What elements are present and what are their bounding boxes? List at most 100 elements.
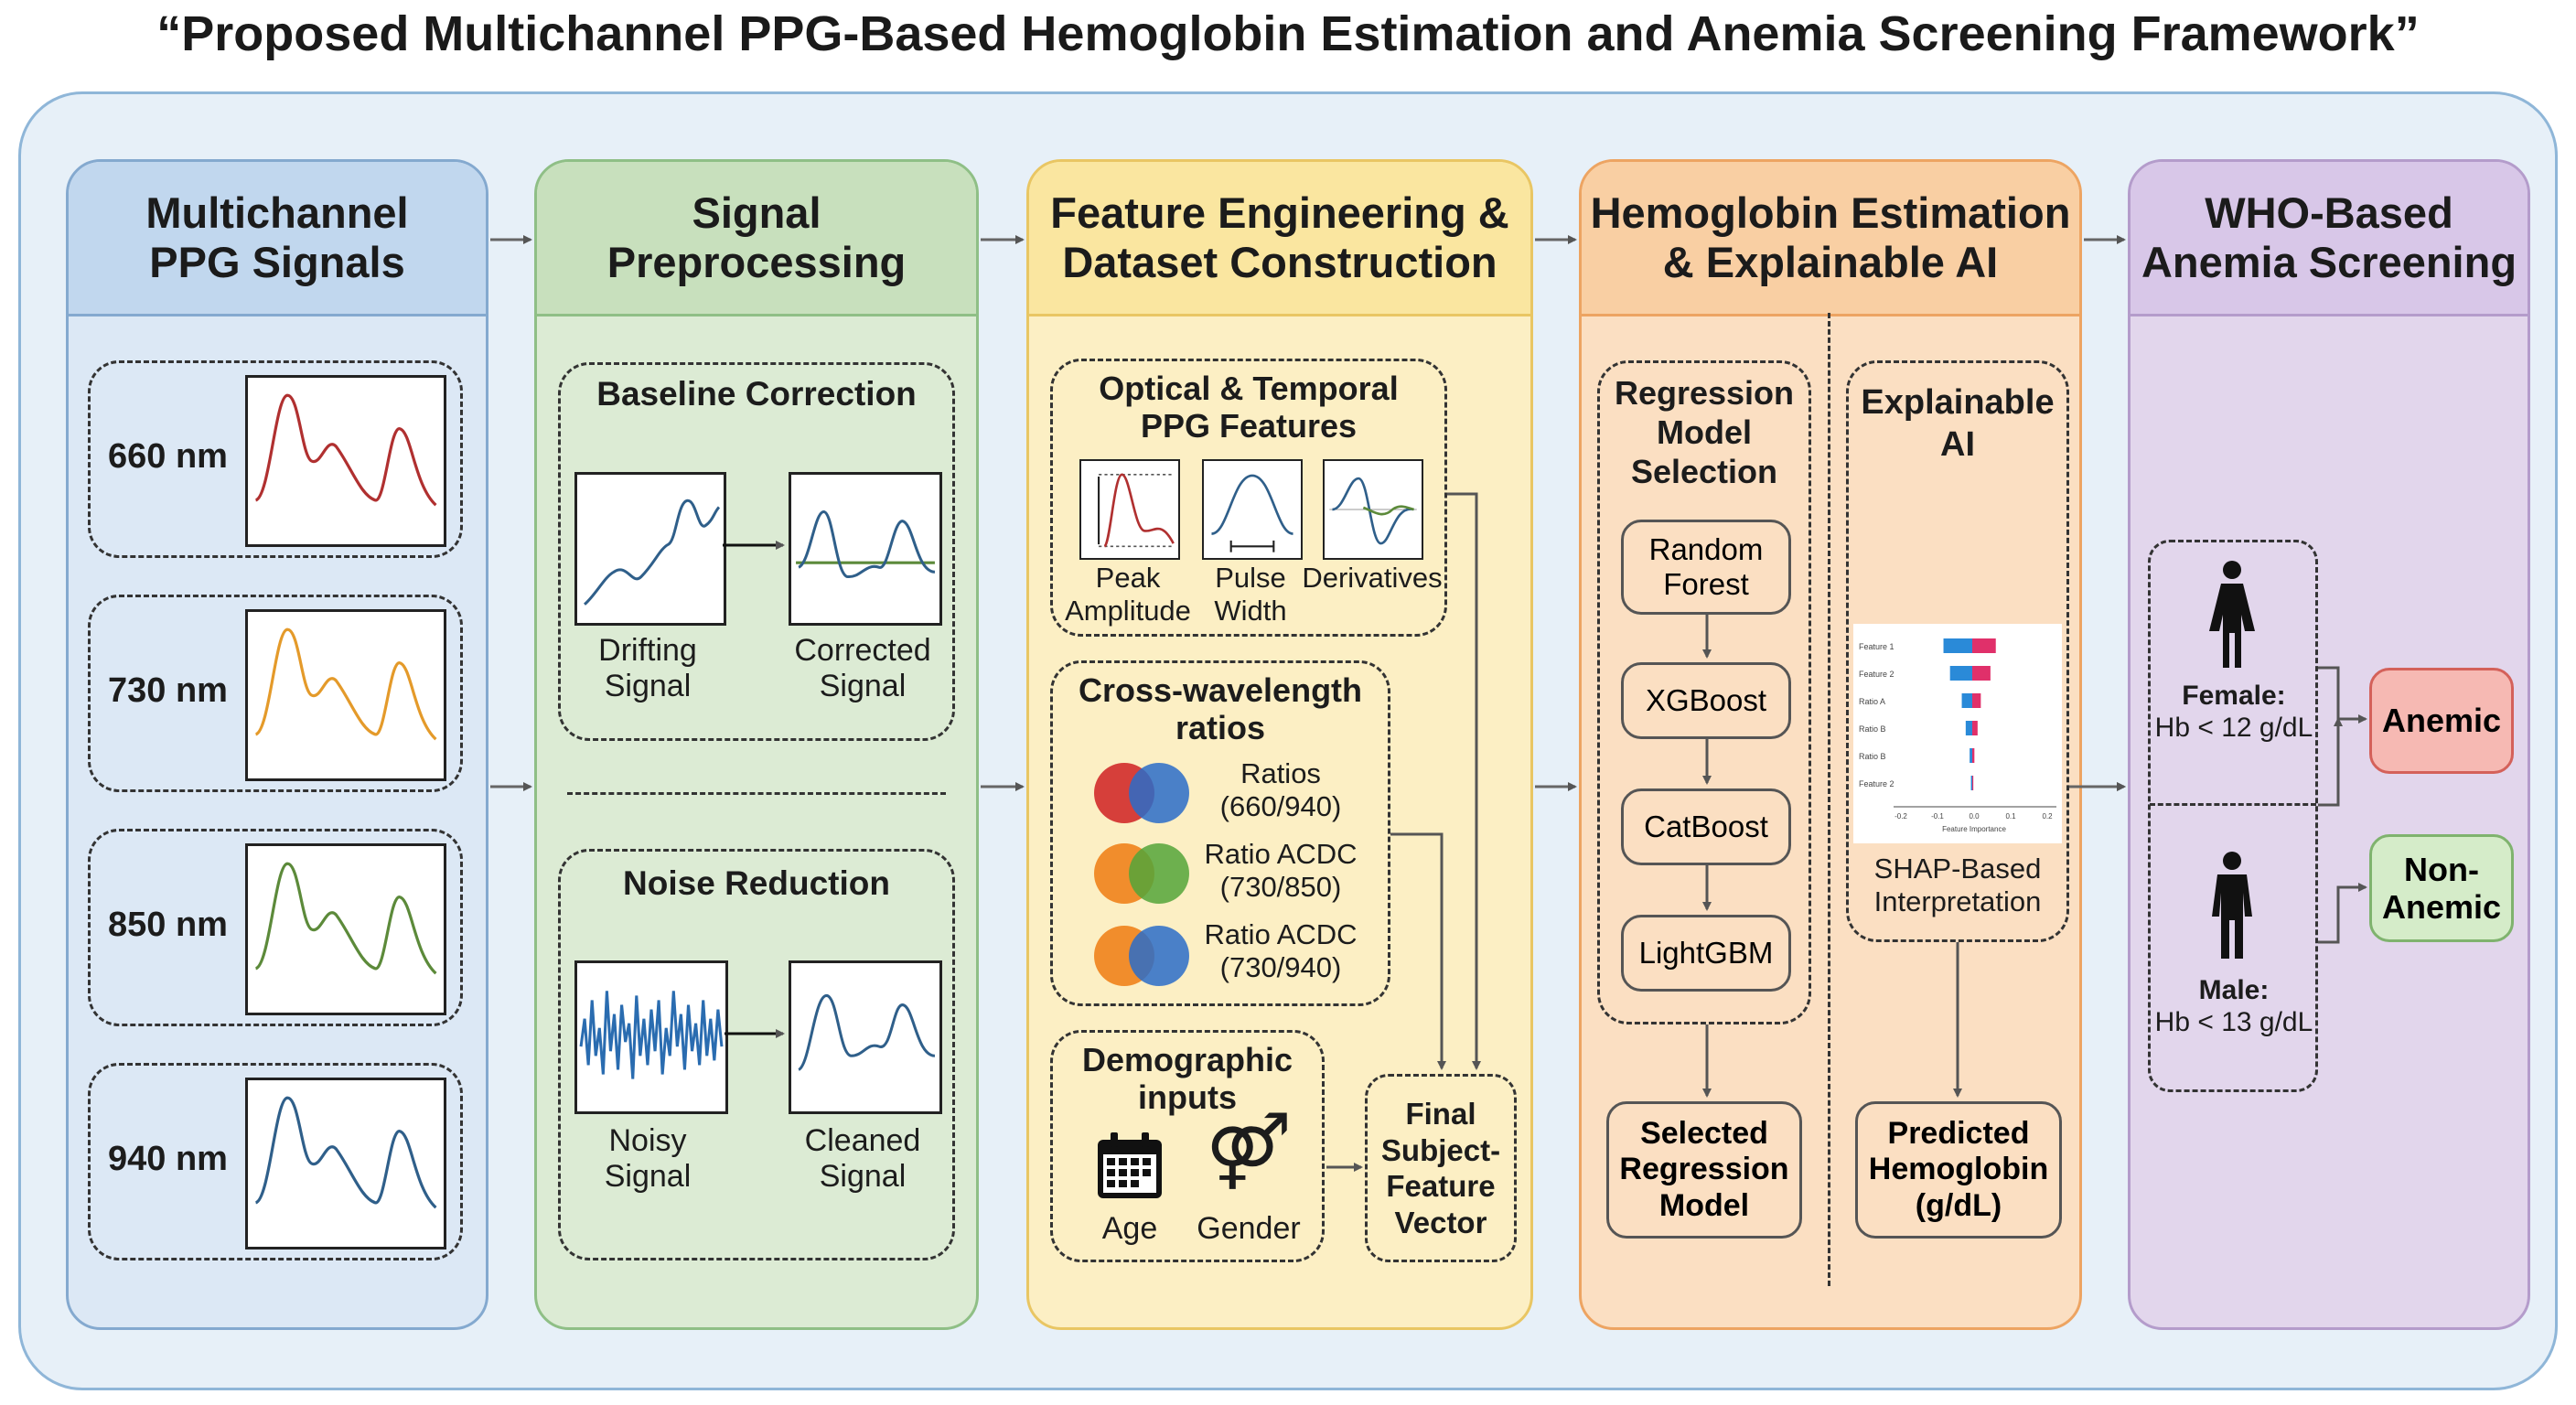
- baseline-correction-box: [558, 362, 955, 741]
- shap-feature-label: Feature 1: [1859, 642, 1894, 651]
- non-anemic-outcome: Non-Anemic: [2369, 834, 2514, 942]
- noise-reduction-box: [558, 849, 955, 1260]
- corrected-signal-plot: [789, 472, 942, 626]
- female-icon: [2209, 561, 2255, 668]
- shap-feature-label: Feature 2: [1859, 670, 1894, 679]
- channel-box-940: [88, 1063, 463, 1260]
- shap-bar-positive: [1972, 693, 1981, 708]
- model-xgboost: XGBoost: [1621, 662, 1791, 739]
- shap-chart: Feature 1 Feature 2 Ratio A Ratio B Ratio B F…: [1853, 624, 2062, 843]
- explainable-ai-box: [1846, 360, 2069, 942]
- shap-bar-positive: [1972, 776, 1974, 790]
- shap-bar-negative: [1949, 666, 1972, 681]
- shap-bar-negative: [1943, 638, 1972, 653]
- ratio-660-940-label: Ratios(660/940): [1219, 757, 1342, 822]
- gender-threshold-box: [2148, 540, 2318, 1092]
- demographic-inputs-box: [1050, 1030, 1325, 1262]
- ratio-icon-660-940: [1094, 763, 1189, 823]
- shap-tick-label: 0.1: [2005, 812, 2016, 820]
- gender-threshold-divider: [2150, 803, 2316, 806]
- baseline-correction-title: Baseline Correction: [596, 375, 917, 413]
- pulse-width-plot: [1202, 459, 1303, 560]
- shap-bar-positive: [1972, 748, 1975, 763]
- optical-features-box: [1050, 359, 1447, 637]
- drifting-signal-plot: [574, 472, 726, 626]
- panel-header: Hemoglobin Estimation& Explainable AI: [1582, 162, 2079, 316]
- shap-x-label: Feature Importance: [1942, 825, 2006, 833]
- shap-tick-label: 0.2: [2042, 812, 2053, 820]
- ratio-730-940-label: Ratio ACDC(730/940): [1204, 918, 1358, 983]
- cleaned-signal-plot: [789, 960, 942, 1114]
- noise-reduction-title: Noise Reduction: [623, 864, 890, 902]
- shap-bar-negative: [1970, 776, 1972, 790]
- male-threshold-label: Male:Hb < 13 g/dL: [2154, 975, 2313, 1037]
- gender-icon: ⚤: [1206, 1110, 1292, 1191]
- calendar-icon: [1098, 1132, 1162, 1198]
- gender-label: Gender: [1197, 1211, 1301, 1246]
- panel-header: Feature Engineering &Dataset Constructio…: [1029, 162, 1530, 316]
- male-icon: [2212, 852, 2252, 959]
- channel-box-730: [88, 595, 463, 792]
- shap-bar-negative: [1965, 721, 1972, 735]
- signal-plot-850: [245, 843, 446, 1015]
- stage-divider: [567, 792, 946, 795]
- shap-bar-positive: [1972, 666, 1991, 681]
- channel-box-660: [88, 360, 463, 558]
- shap-feature-label: Feature 2: [1859, 779, 1894, 788]
- peak-amplitude-plot: [1079, 459, 1180, 560]
- anemic-outcome: Anemic: [2369, 668, 2514, 774]
- channel-label-940: 940 nm: [108, 1140, 228, 1178]
- cross-wavelength-box: [1050, 660, 1390, 1006]
- channel-box-850: [88, 829, 463, 1026]
- shap-bar-negative: [1961, 693, 1972, 708]
- shap-feature-label: Ratio A: [1859, 697, 1885, 706]
- ratio-730-850-label: Ratio ACDC(730/850): [1204, 838, 1358, 903]
- model-catboost: CatBoost: [1621, 788, 1791, 865]
- signal-plot-730: [245, 609, 446, 781]
- shap-feature-label: Ratio B: [1859, 752, 1886, 761]
- shap-bar-negative: [1970, 748, 1972, 763]
- model-lightgbm: LightGBM: [1621, 915, 1791, 992]
- derivatives-label: Derivatives: [1302, 562, 1443, 594]
- female-threshold-label: Female:Hb < 12 g/dL: [2154, 681, 2313, 743]
- shap-tick-label: -0.2: [1894, 812, 1907, 820]
- ratio-icon-730-940: [1094, 926, 1189, 986]
- signal-plot-660: [245, 375, 446, 547]
- age-label: Age: [1101, 1211, 1158, 1246]
- signal-plot-940: [245, 1078, 446, 1249]
- ratio-icon-730-850: [1094, 843, 1189, 904]
- channel-label-730: 730 nm: [108, 671, 228, 710]
- derivatives-plot: [1323, 459, 1423, 560]
- channel-label-660: 660 nm: [108, 437, 228, 476]
- shap-tick-label: 0.0: [1969, 812, 1980, 820]
- noisy-signal-plot: [574, 960, 728, 1114]
- panel4-divider: [1828, 313, 1830, 1286]
- shap-bar-positive: [1972, 721, 1978, 735]
- page-title: “Proposed Multichannel PPG-Based Hemoglo…: [156, 6, 2420, 61]
- shap-tick-label: -0.1: [1931, 812, 1944, 820]
- regression-selection-box: [1597, 360, 1811, 1024]
- final-feature-vector-box: [1365, 1074, 1517, 1262]
- shap-feature-label: Ratio B: [1859, 724, 1886, 734]
- shap-bar-positive: [1972, 638, 1996, 653]
- channel-label-850: 850 nm: [108, 906, 228, 944]
